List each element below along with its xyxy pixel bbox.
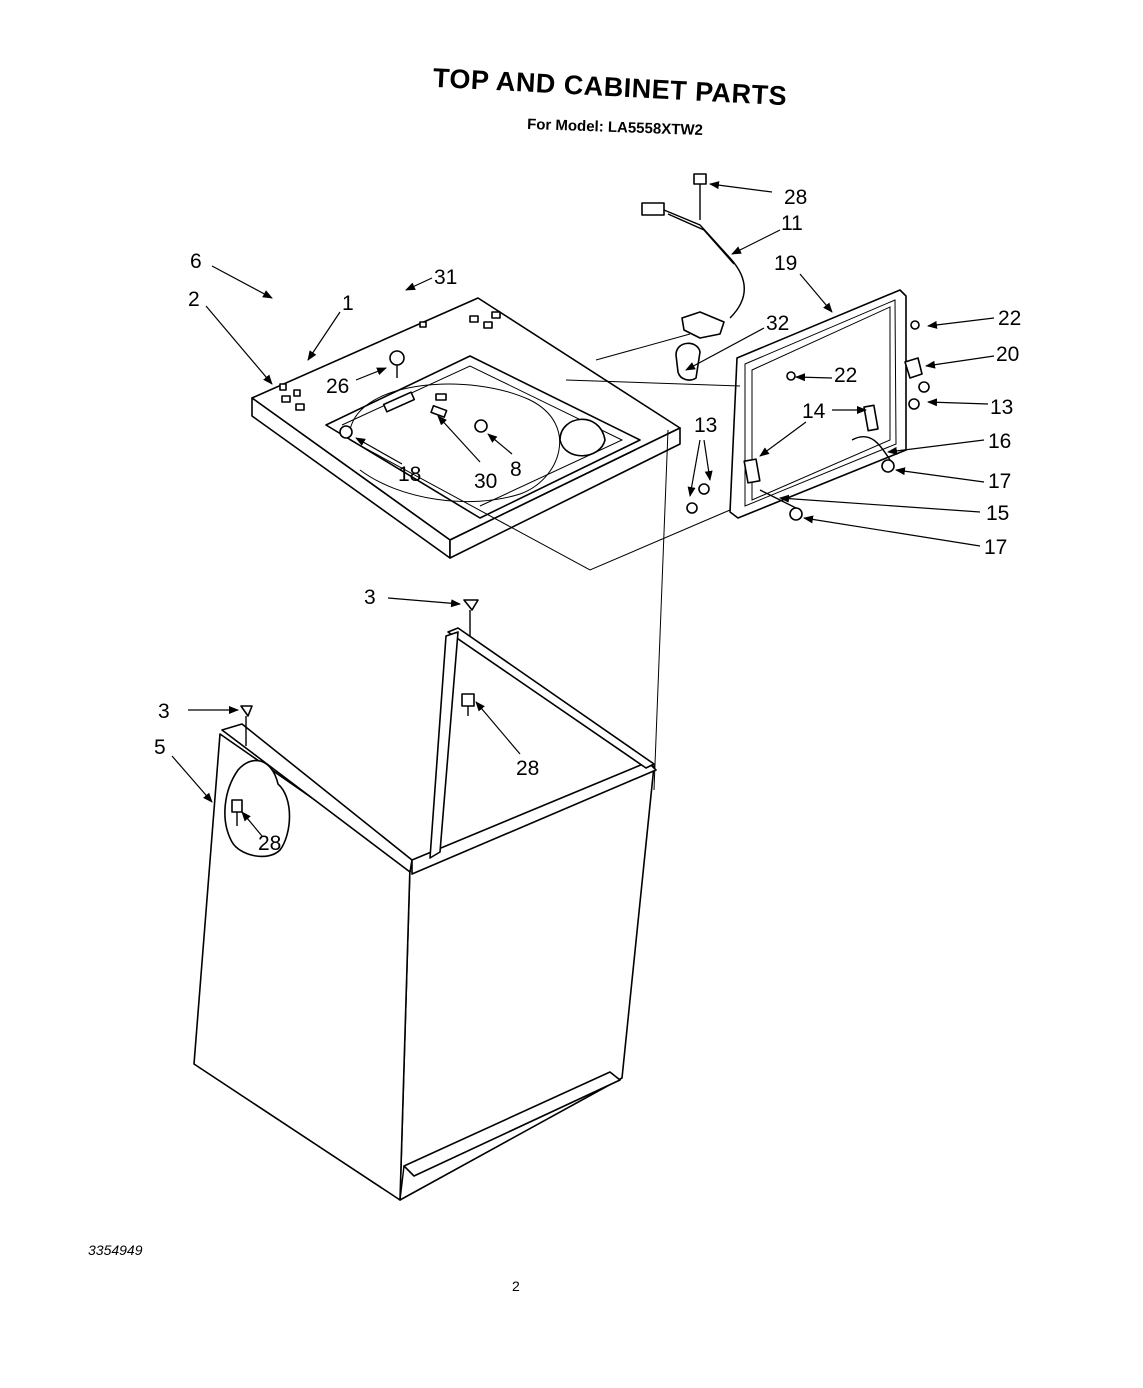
callout-15: 15 xyxy=(986,502,1009,525)
page-number: 2 xyxy=(512,1278,520,1294)
callout-17-lower: 17 xyxy=(984,536,1007,559)
lid-switch-harness xyxy=(641,202,745,381)
callout-3-right: 3 xyxy=(364,586,376,609)
callout-20: 20 xyxy=(996,343,1019,366)
callout-26: 26 xyxy=(326,375,349,398)
callout-8: 8 xyxy=(510,458,522,481)
callout-leaders xyxy=(171,181,995,837)
callout-30: 30 xyxy=(474,470,497,493)
callout-22-lid: 22 xyxy=(834,364,857,387)
callout-28-top: 28 xyxy=(784,186,807,209)
callout-5: 5 xyxy=(154,736,166,759)
callout-11: 11 xyxy=(781,212,803,235)
top-panel xyxy=(251,297,681,559)
callout-18: 18 xyxy=(398,463,421,486)
callout-16: 16 xyxy=(988,430,1011,453)
callout-14: 14 xyxy=(802,400,826,423)
assembly-lines xyxy=(349,333,741,791)
cabinet xyxy=(193,599,657,1201)
screw-28-top xyxy=(693,173,707,220)
callout-22-right: 22 xyxy=(998,307,1021,330)
callout-28-cutaway: 28 xyxy=(258,832,281,855)
callout-3-left: 3 xyxy=(158,700,170,723)
callout-6: 6 xyxy=(190,250,202,273)
lid-frame xyxy=(686,289,930,521)
callout-31: 31 xyxy=(434,266,457,289)
callout-17-upper: 17 xyxy=(988,470,1011,493)
document-number: 3354949 xyxy=(88,1242,143,1258)
callout-13-left: 13 xyxy=(694,414,717,437)
callout-28-mid: 28 xyxy=(516,757,539,780)
callout-19: 19 xyxy=(774,252,797,275)
callout-labels: 28 11 19 6 31 2 1 32 22 20 26 22 14 13 1… xyxy=(154,186,1021,855)
callout-32: 32 xyxy=(766,312,789,335)
callout-13-right: 13 xyxy=(990,396,1013,419)
callout-2: 2 xyxy=(188,288,200,311)
callout-1: 1 xyxy=(342,292,354,315)
